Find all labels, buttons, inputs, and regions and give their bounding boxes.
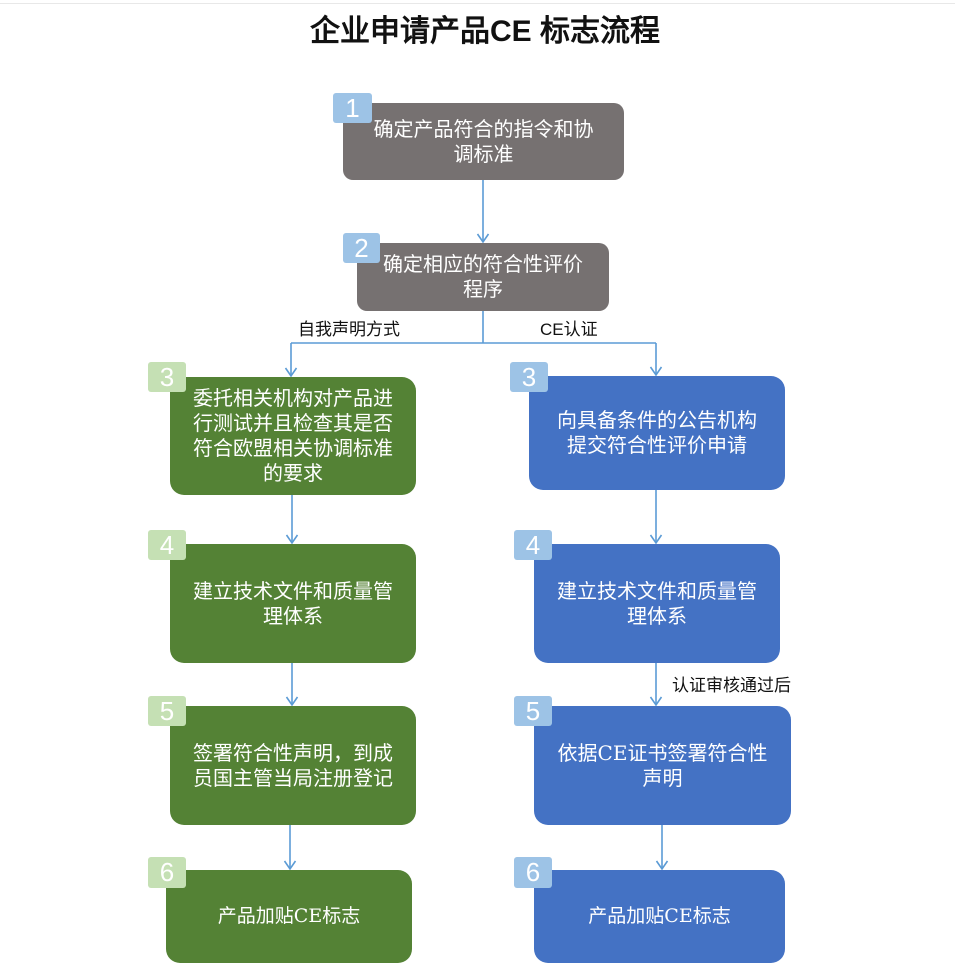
ce-certification-step-6-box: 产品加贴CE标志 [534, 870, 785, 963]
step-text-line: 签署符合性声明，到成 [193, 740, 393, 765]
step-text-line: 理体系 [263, 603, 323, 628]
self-declaration-step-3-box: 委托相关机构对产品进 行测试并且检查其是否 符合欧盟相关协调标准 的要求 [170, 377, 416, 495]
step-text-line: 提交符合性评价申请 [567, 433, 747, 457]
step-text-line: 建立技术文件和质量管 [193, 578, 393, 603]
step-text-line: 理体系 [627, 603, 687, 628]
step-number-badge: 1 [333, 93, 372, 123]
step-text-line: 符合欧盟相关协调标准 [193, 436, 393, 460]
step-text-line: 声明 [642, 765, 683, 790]
step-number-badge: 2 [343, 233, 380, 263]
step-text-line: 建立技术文件和质量管 [557, 578, 757, 603]
step-number-badge: 5 [148, 696, 186, 726]
step-text-line: 调标准 [453, 141, 514, 166]
step-number-badge: 6 [148, 857, 186, 888]
step-text-line: 确定相应的符合性评价 [383, 252, 583, 276]
step-text-line: 依据CE证书签署符合性 [557, 740, 768, 765]
self-declaration-step-6-box: 产品加贴CE标志 [166, 870, 412, 963]
top-divider [0, 3, 955, 4]
step-text-line: 产品加贴CE标志 [588, 905, 731, 927]
step-text-line: 委托相关机构对产品进 [193, 386, 393, 410]
step-text-line: 产品加贴CE标志 [217, 905, 361, 927]
step-1-box: 确定产品符合的指令和协 调标准 [343, 103, 624, 180]
step-number-badge: 6 [514, 857, 552, 888]
step-text-line: 行测试并且检查其是否 [193, 411, 393, 435]
step-number-badge: 5 [514, 696, 552, 726]
ce-certification-step-4-box: 建立技术文件和质量管 理体系 [534, 544, 780, 663]
step-2-box: 确定相应的符合性评价 程序 [357, 243, 609, 311]
step-number-badge: 4 [514, 530, 552, 560]
step-text-line: 确定产品符合的指令和协 [373, 116, 594, 141]
self-declaration-step-5-box: 签署符合性声明，到成 员国主管当局注册登记 [170, 706, 416, 825]
self-declaration-step-4-box: 建立技术文件和质量管 理体系 [170, 544, 416, 663]
step-text-line: 的要求 [263, 461, 323, 485]
certification-passed-label: 认证审核通过后 [672, 676, 791, 695]
step-number-badge: 4 [148, 530, 186, 560]
ce-certification-step-3-box: 向具备条件的公告机构 提交符合性评价申请 [529, 376, 785, 490]
step-text-line: 程序 [463, 277, 503, 301]
step-number-badge: 3 [148, 362, 186, 392]
ce-certification-step-5-box: 依据CE证书签署符合性 声明 [534, 706, 791, 825]
step-number-badge: 3 [510, 362, 548, 392]
step-text-line: 向具备条件的公告机构 [557, 408, 757, 432]
step-text-line: 员国主管当局注册登记 [193, 765, 393, 790]
self-declaration-branch-label: 自我声明方式 [298, 320, 400, 339]
ce-certification-branch-label: CE认证 [540, 320, 598, 339]
page-title: 企业申请产品CE 标志流程 [309, 15, 660, 48]
